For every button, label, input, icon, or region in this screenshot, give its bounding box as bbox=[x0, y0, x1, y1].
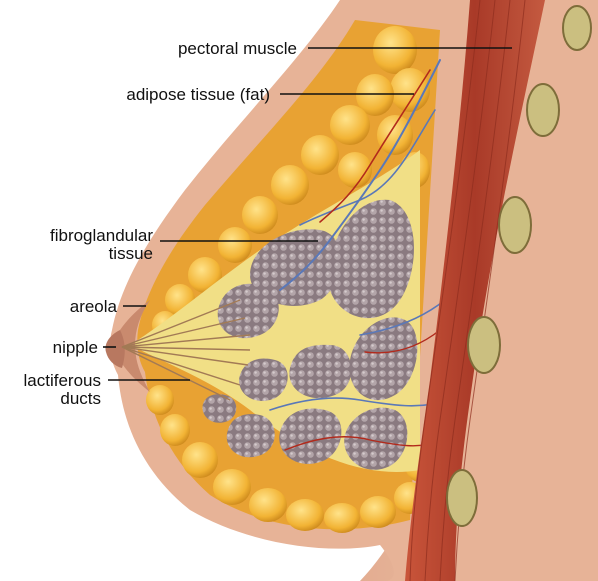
label-nipple: nipple bbox=[53, 338, 98, 357]
label-lactiferous-line1: lactiferous bbox=[24, 371, 101, 390]
label-lactiferous-line2: ducts bbox=[60, 389, 101, 408]
label-fibroglandular-line1: fibroglandular bbox=[50, 226, 153, 245]
label-pectoral-muscle: pectoral muscle bbox=[178, 39, 297, 58]
label-areola: areola bbox=[70, 297, 118, 316]
nipple-shape bbox=[106, 330, 125, 368]
label-adipose-tissue: adipose tissue (fat) bbox=[126, 85, 270, 104]
label-fibroglandular-line2: tissue bbox=[109, 244, 153, 263]
